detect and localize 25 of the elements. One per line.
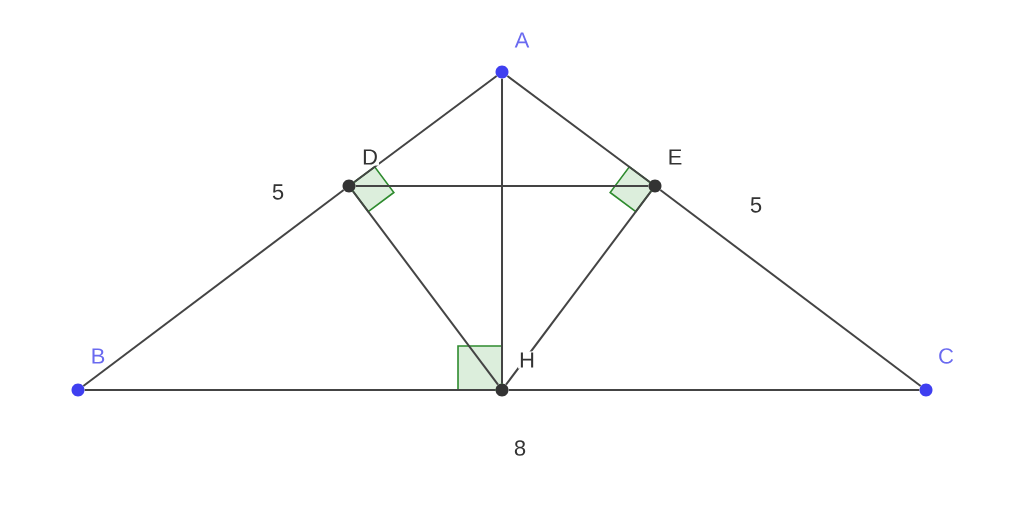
line-segment xyxy=(352,190,499,386)
point-label: D xyxy=(361,148,379,166)
point-label: B xyxy=(89,347,107,365)
point-label: C xyxy=(937,347,955,365)
point-label: H xyxy=(518,351,536,369)
line-segment xyxy=(501,77,503,385)
point xyxy=(71,383,85,397)
point-label: A xyxy=(513,31,531,49)
line-segment xyxy=(659,189,922,387)
length-label: 5 xyxy=(272,184,284,200)
line-segment xyxy=(506,75,651,183)
line-segment xyxy=(353,75,498,183)
line-segment xyxy=(83,389,497,391)
line-segment xyxy=(505,190,652,386)
point xyxy=(919,383,933,397)
point xyxy=(342,179,356,193)
point xyxy=(495,383,509,397)
length-label: 5 xyxy=(750,197,762,213)
point-label: E xyxy=(666,148,684,166)
line-segment xyxy=(82,189,345,387)
point xyxy=(648,179,662,193)
length-label: 8 xyxy=(514,440,526,456)
point xyxy=(495,65,509,79)
line-segment xyxy=(507,389,921,391)
line-segment xyxy=(354,185,650,187)
